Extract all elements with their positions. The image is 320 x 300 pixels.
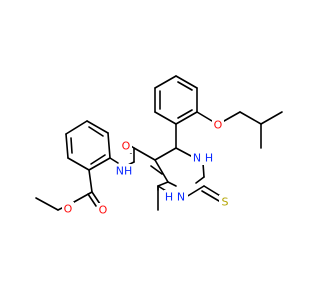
bond [196,111,213,122]
bond [201,190,220,202]
bond [73,191,93,203]
bond [65,120,88,135]
atom-label-nitrogen: NH [116,165,133,178]
bond [133,147,156,161]
atom-label-oxygen: O [214,119,223,132]
bond [202,162,205,178]
atom-label-oxygen: O [122,140,131,153]
bond [177,109,193,119]
bond [223,111,241,122]
molecule-structure-canvas: O O NH O N H N H S O [35,75,283,217]
bond [86,120,109,134]
bond [239,111,262,125]
atom-label-oxygen: O [99,204,108,217]
bond [154,111,177,125]
bond [154,159,169,183]
molecule-structure: O O NH O N H N H S O [35,75,283,217]
atom-labels: O O NH O N H N H S O [62,118,231,217]
bond [57,207,63,211]
bond [67,157,90,171]
atom-label-nitrogen: N [193,152,201,165]
bond [157,181,169,187]
bond [154,75,177,89]
atom-label-nitrogen: N [177,191,185,204]
bond [90,154,106,165]
bond [65,133,69,159]
bond [177,81,193,91]
bond [88,169,93,193]
atom-label-oxygen: O [64,203,73,216]
bond [87,193,97,207]
bond [167,181,177,187]
bond [175,111,198,125]
bond [70,137,73,154]
bond [88,157,111,171]
bond [88,126,104,137]
bond [175,147,192,157]
bond [91,191,101,205]
bond [175,75,198,89]
bond [185,185,205,198]
bond [107,132,111,159]
atom-label-sulfur: S [222,196,229,209]
bond [195,176,205,184]
bond [260,111,283,125]
bond [150,165,163,175]
bond [35,197,59,211]
atom-label-hydrogen: H [205,152,213,165]
bond [109,157,119,164]
bond [154,147,177,161]
atom-label-hydrogen: H [165,191,173,204]
bonds [35,75,283,211]
